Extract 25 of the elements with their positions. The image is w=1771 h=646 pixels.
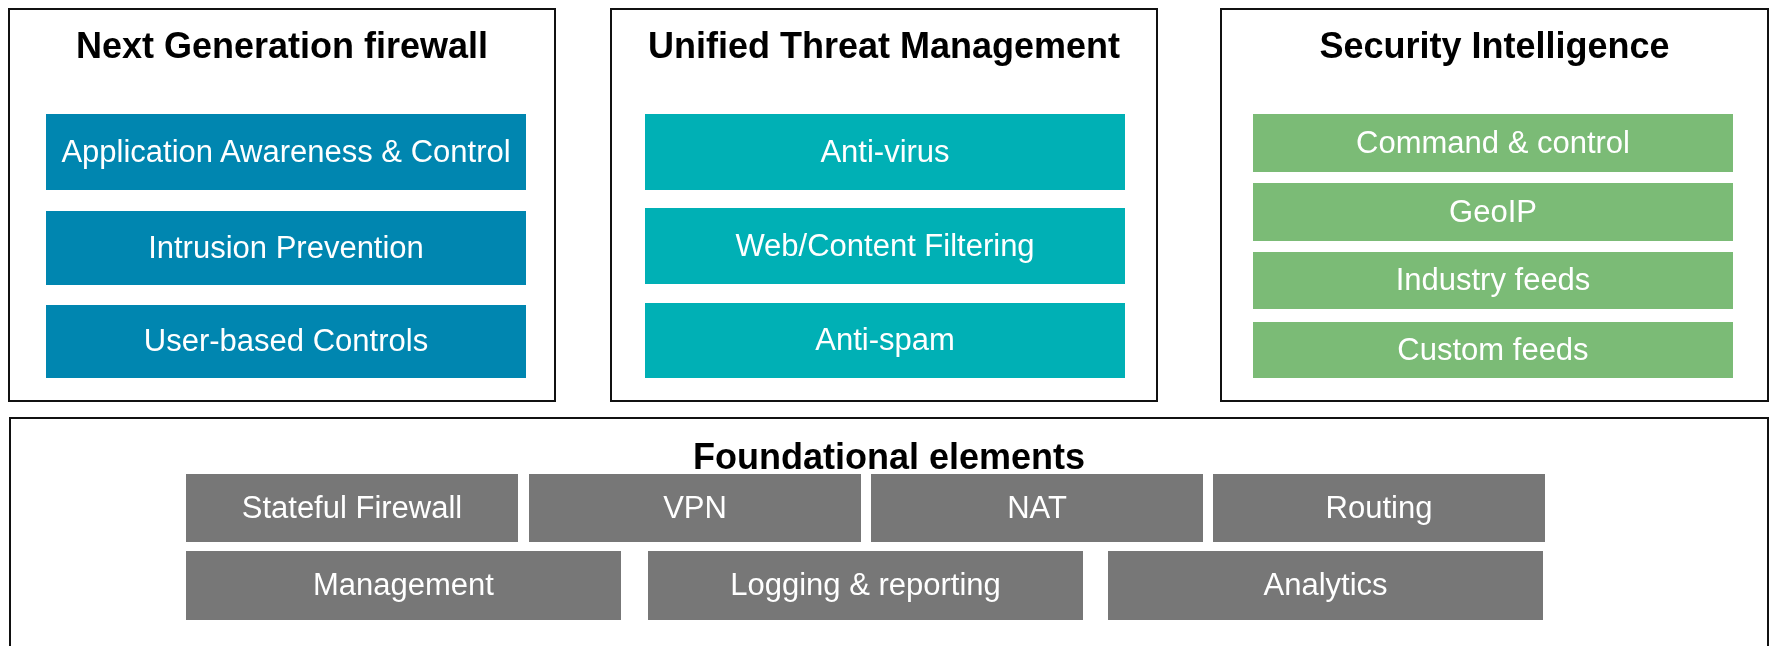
group-panel: [610, 8, 1158, 402]
feature-box: NAT: [871, 474, 1203, 542]
panel-title: Security Intelligence: [1318, 26, 1671, 66]
feature-box: Routing: [1213, 474, 1545, 542]
feature-box: Anti-spam: [645, 303, 1125, 378]
feature-box: Industry feeds: [1253, 252, 1733, 309]
feature-box: VPN: [529, 474, 861, 542]
feature-box: Anti-virus: [645, 114, 1125, 190]
feature-box: GeoIP: [1253, 183, 1733, 241]
feature-box: Web/Content Filtering: [645, 208, 1125, 284]
panel-title: Next Generation firewall: [74, 26, 490, 66]
feature-box: Stateful Firewall: [186, 474, 518, 542]
group-panel: [9, 417, 1769, 646]
panel-title: Unified Threat Management: [646, 26, 1122, 66]
feature-box: Analytics: [1108, 551, 1543, 620]
feature-box: Intrusion Prevention: [46, 211, 526, 285]
feature-box: Logging & reporting: [648, 551, 1083, 620]
group-panel: [1220, 8, 1769, 402]
group-panel: [8, 8, 556, 402]
panel-title: Foundational elements: [691, 437, 1086, 477]
feature-box: Management: [186, 551, 621, 620]
feature-box: Application Awareness & Control: [46, 114, 526, 190]
feature-box: Command & control: [1253, 114, 1733, 172]
feature-box: Custom feeds: [1253, 322, 1733, 378]
feature-box: User-based Controls: [46, 305, 526, 378]
